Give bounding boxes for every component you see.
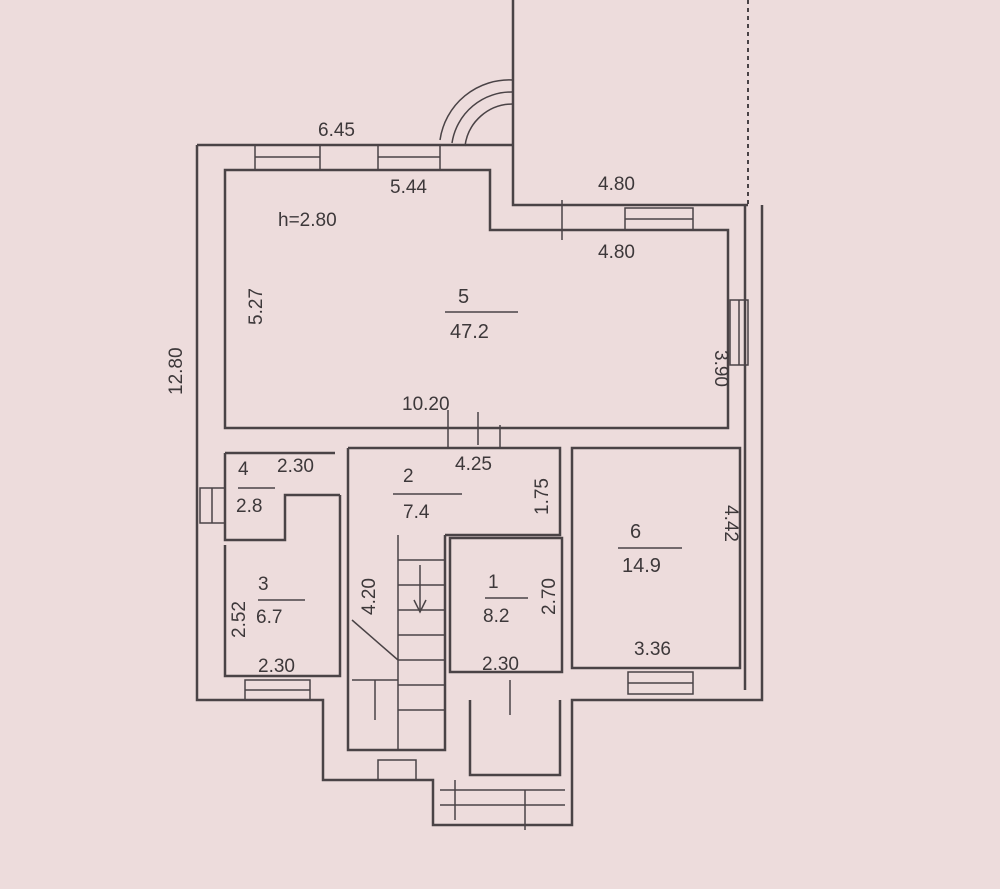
windows (199, 144, 749, 781)
room5-left-dim: 5.27 (246, 288, 267, 325)
terrace (439, 0, 749, 207)
room3-area: 6.7 (256, 607, 282, 628)
room2-depth-dim: 1.75 (532, 478, 553, 515)
room5-number: 5 (458, 286, 469, 308)
room1-width-dim: 2.30 (482, 654, 519, 675)
room2-width-dim: 4.25 (455, 454, 492, 475)
top-width-label: 6.45 (318, 120, 355, 141)
room5-bottom-dim: 10.20 (402, 394, 450, 415)
room4-width-dim: 2.30 (277, 456, 314, 477)
room5-area: 47.2 (450, 321, 489, 343)
room1-depth-dim: 2.70 (539, 578, 560, 615)
outer-walls (195, 143, 764, 827)
ceiling-height-label: h=2.80 (278, 210, 337, 231)
corridor-length-dim: 4.20 (359, 578, 380, 615)
room4-number: 4 (238, 459, 249, 480)
interior-walls (223, 200, 742, 830)
room5-step-dim: 4.80 (598, 242, 635, 263)
terrace-width-dim: 4.80 (598, 174, 635, 195)
room3-width-dim: 2.30 (258, 656, 295, 677)
room2-area: 7.4 (403, 502, 430, 523)
room6-width-dim: 3.36 (634, 639, 671, 660)
room3-number: 3 (258, 574, 269, 595)
room6-area: 14.9 (622, 555, 661, 577)
room1-area: 8.2 (483, 606, 509, 627)
room6-number: 6 (630, 521, 641, 543)
room2-number: 2 (403, 466, 414, 487)
room1-number: 1 (488, 572, 499, 593)
room3-depth-dim: 2.52 (229, 601, 250, 638)
room5-top-dim: 5.44 (390, 177, 427, 198)
overall-height-label: 12.80 (166, 347, 187, 395)
room5-right-dim: 3.90 (710, 350, 731, 387)
room4-area: 2.8 (236, 496, 262, 517)
room6-depth-dim: 4.42 (720, 505, 741, 542)
